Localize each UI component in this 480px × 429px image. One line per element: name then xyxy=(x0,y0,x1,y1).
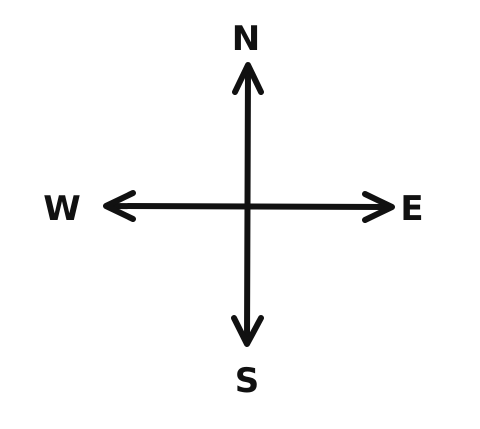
north-label: N xyxy=(232,19,260,59)
west-label: W xyxy=(43,189,81,229)
west-east-axis xyxy=(107,203,391,210)
south-label: S xyxy=(235,361,260,401)
north-arrowhead xyxy=(232,62,264,95)
east-label: E xyxy=(400,189,423,229)
south-arrowhead xyxy=(231,315,264,347)
west-arrowhead xyxy=(103,190,136,222)
east-arrowhead xyxy=(362,191,395,223)
